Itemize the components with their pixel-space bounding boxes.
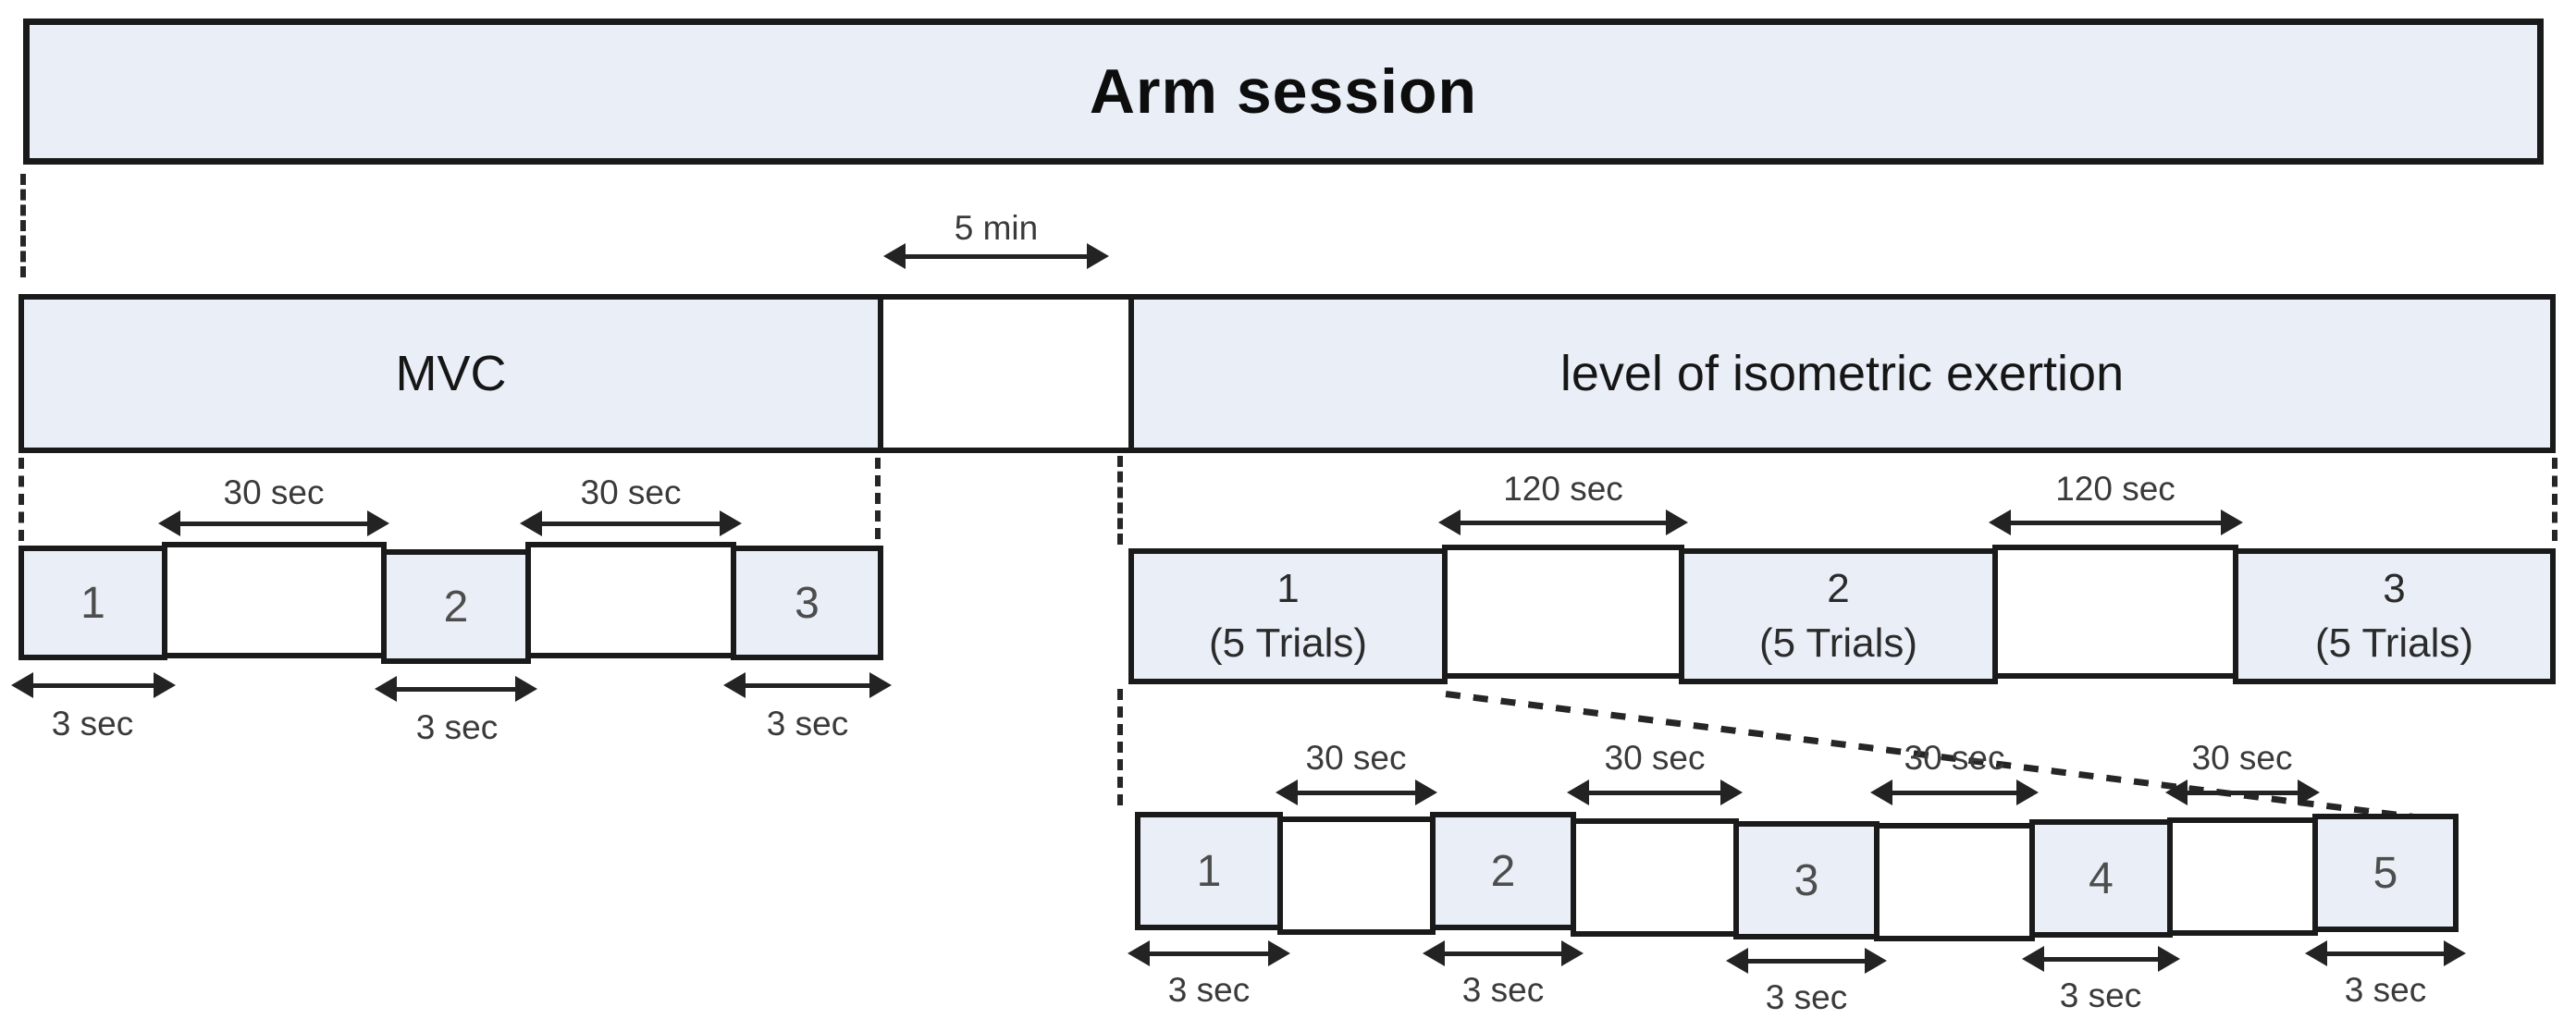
exertion-rest-box: [1442, 545, 1684, 679]
mvc-rest-box: [162, 542, 387, 658]
detail-rest-box: [1571, 818, 1739, 937]
mvc-rest-arrow: [520, 510, 742, 537]
detail-rest-duration-label: 30 sec: [1604, 739, 1706, 777]
mvc-trial-box: 3: [731, 546, 883, 660]
detail-rest-duration-label: 30 sec: [2191, 739, 2293, 777]
detail-rest-arrow: [1276, 779, 1437, 806]
mvc-rest-arrow: [158, 510, 389, 537]
exertion-set-number: 3: [2383, 566, 2406, 612]
exertion-set-box: 2 (5 Trials): [1679, 548, 1998, 684]
detail-trial-duration-label: 3 sec: [2344, 971, 2427, 1009]
exertion-set-box: 3 (5 Trials): [2233, 548, 2556, 684]
exertion-block: level of isometric exertion: [1128, 294, 2556, 453]
detail-trial-box: 3: [1733, 821, 1880, 939]
exertion-label: level of isometric exertion: [1559, 346, 2125, 401]
five-min-label: 5 min: [954, 209, 1039, 247]
detail-rest-arrow: [2165, 779, 2320, 806]
mvc-trial-duration-arrow: [723, 671, 892, 699]
detail-trial-duration-arrow: [1726, 947, 1887, 975]
mvc-trial-duration-label: 3 sec: [51, 705, 134, 743]
detail-rest-box: [2167, 817, 2318, 936]
mvc-rest-box: [525, 542, 736, 658]
dashed-connector-exertion-left: [1117, 456, 1123, 545]
mvc-label: MVC: [395, 346, 507, 401]
mvc-block: MVC: [18, 294, 883, 453]
detail-trial-box: 1: [1135, 812, 1283, 930]
mvc-trial-number: 3: [795, 578, 820, 628]
detail-trial-box: 4: [2029, 819, 2173, 938]
detail-trial-duration-arrow: [1423, 939, 1584, 967]
exertion-rest-arrow: [1438, 509, 1688, 536]
exertion-set-trials: (5 Trials): [1758, 620, 1918, 666]
exertion-set-number: 1: [1276, 566, 1300, 612]
detail-trial-duration-label: 3 sec: [1167, 971, 1251, 1009]
detail-trial-number: 2: [1490, 846, 1516, 896]
exertion-set-number: 2: [1827, 566, 1850, 612]
exertion-set-box: 1 (5 Trials): [1128, 548, 1448, 684]
exertion-set-trials: (5 Trials): [1208, 620, 1368, 666]
mvc-rest-duration-label: 30 sec: [223, 473, 325, 511]
mvc-trial-duration-label: 3 sec: [415, 708, 499, 746]
exertion-rest-duration-label: 120 sec: [1503, 470, 1623, 508]
detail-trial-duration-arrow: [2305, 939, 2466, 967]
five-min-arrow: [883, 242, 1109, 270]
mvc-trial-number: 1: [80, 578, 105, 628]
detail-trial-box: 5: [2312, 814, 2459, 932]
detail-rest-arrow: [1870, 779, 2039, 806]
detail-trial-duration-label: 3 sec: [2059, 976, 2142, 1014]
detail-rest-duration-label: 30 sec: [1904, 739, 2005, 777]
mvc-trial-duration-label: 3 sec: [766, 705, 849, 743]
dashed-connector-detail-left: [1117, 689, 1123, 805]
mvc-trial-duration-arrow: [375, 675, 537, 703]
detail-rest-box: [1277, 816, 1436, 935]
exertion-rest-arrow: [1989, 509, 2243, 536]
detail-rest-arrow: [1567, 779, 1743, 806]
dashed-connector-mvc-right: [875, 458, 881, 539]
detail-trial-duration-label: 3 sec: [1461, 971, 1545, 1009]
dashed-connector-banner-left: [20, 174, 26, 277]
detail-trial-duration-arrow: [2022, 945, 2180, 973]
detail-trial-box: 2: [1430, 812, 1576, 930]
arm-session-banner: Arm session: [23, 18, 2544, 165]
rest-gap-block: [878, 294, 1134, 453]
mvc-rest-duration-label: 30 sec: [580, 473, 682, 511]
detail-trial-duration-arrow: [1128, 939, 1290, 967]
exertion-rest-duration-label: 120 sec: [2055, 470, 2175, 508]
mvc-trial-box: 1: [18, 546, 167, 660]
detail-rest-box: [1874, 823, 2035, 941]
exertion-rest-box: [1992, 545, 2238, 679]
detail-rest-duration-label: 30 sec: [1305, 739, 1407, 777]
exertion-set-trials: (5 Trials): [2314, 620, 2474, 666]
detail-trial-duration-label: 3 sec: [1765, 978, 1848, 1016]
detail-trial-number: 1: [1196, 846, 1222, 896]
mvc-trial-number: 2: [443, 582, 469, 632]
arm-session-title: Arm session: [1089, 56, 1478, 127]
detail-trial-number: 3: [1793, 855, 1819, 905]
dashed-connector-exertion-right: [2552, 458, 2558, 541]
detail-trial-number: 4: [2089, 853, 2114, 903]
detail-trial-number: 5: [2373, 848, 2398, 898]
mvc-trial-box: 2: [381, 549, 531, 664]
mvc-trial-duration-arrow: [11, 671, 176, 699]
dashed-connector-mvc-left: [18, 458, 24, 541]
